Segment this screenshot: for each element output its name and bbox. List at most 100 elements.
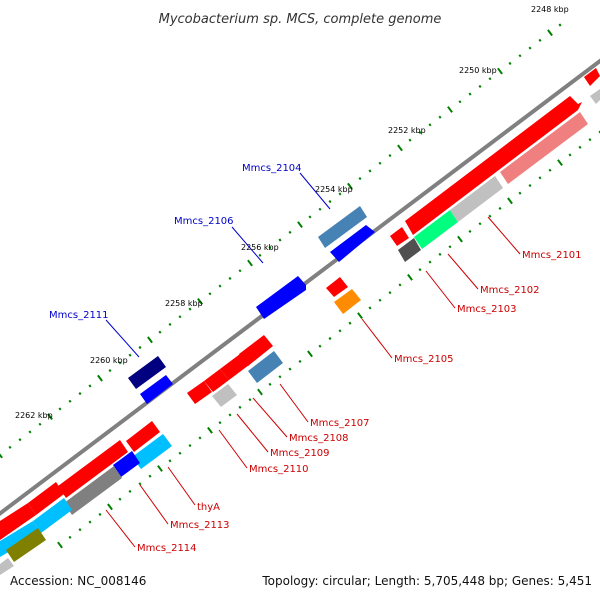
tick-mark — [538, 38, 542, 42]
tick-mark — [98, 512, 102, 516]
tick-mark — [118, 361, 122, 365]
label-mmcs-2104[interactable]: Mmcs_2104 — [242, 163, 302, 174]
tick-mark — [338, 329, 342, 333]
gene-thyA-red[interactable] — [126, 421, 160, 452]
tick-mark — [288, 230, 292, 234]
tick-mark — [457, 235, 463, 243]
gene-mmcs-2111[interactable] — [128, 356, 166, 389]
gene-red-topright-a[interactable] — [584, 68, 600, 86]
tick-mark — [218, 284, 222, 288]
tick-mark — [548, 168, 552, 172]
gene-mmcs-2107[interactable] — [248, 351, 283, 383]
label-mmcs-2107[interactable]: Mmcs_2107 — [310, 418, 370, 429]
tick-mark — [47, 413, 53, 420]
tick-mark — [388, 291, 392, 295]
label-mmcs-2110[interactable]: Mmcs_2110 — [249, 464, 309, 475]
gene-mmcs-2105[interactable] — [334, 289, 361, 314]
tick-mark — [518, 191, 522, 195]
tick-label-2252: 2252 kbp — [388, 126, 426, 135]
gene-red-left-a[interactable] — [28, 482, 64, 515]
tick-mark — [218, 421, 222, 425]
gene-gray-long[interactable] — [64, 466, 122, 515]
gene-mmcs-2110[interactable] — [212, 384, 237, 407]
tick-mark — [438, 252, 442, 256]
label-mmcs-2114[interactable]: Mmcs_2114 — [137, 543, 197, 554]
gene-lightgray-segment[interactable] — [450, 176, 503, 222]
gene-olive-left[interactable] — [6, 528, 46, 562]
tick-label-2250: 2250 kbp — [459, 66, 497, 75]
scale-track — [0, 23, 562, 459]
tick-mark — [78, 392, 82, 396]
map-title: Mycobacterium sp. MCS, complete genome — [159, 12, 442, 27]
tick-mark — [157, 465, 163, 472]
label-mmcs-2109[interactable]: Mmcs_2109 — [270, 448, 330, 459]
tick-mark — [248, 398, 252, 402]
tick-mark — [518, 54, 522, 58]
label-mmcs-2113[interactable]: Mmcs_2113 — [170, 520, 230, 531]
tick-mark — [238, 405, 242, 409]
gene-mmcs-2102[interactable] — [414, 210, 458, 249]
tick-mark — [378, 161, 382, 165]
tick-mark — [147, 336, 153, 344]
label-mmcs-2111[interactable]: Mmcs_2111 — [49, 310, 109, 321]
gene-lightgray-topright[interactable] — [590, 89, 600, 104]
gene-mmcs-2110-red[interactable] — [204, 369, 229, 392]
tick-mark — [58, 407, 62, 411]
gene-labels: Mmcs_2104 Mmcs_2106 Mmcs_2111 Mmcs_2101 … — [49, 163, 582, 554]
tick-mark — [498, 206, 502, 210]
gene-red-long[interactable] — [58, 440, 128, 498]
tick-mark — [258, 253, 262, 257]
label-mmcs-2108[interactable]: Mmcs_2108 — [289, 433, 349, 444]
gene-mmcs-2101[interactable] — [405, 96, 582, 235]
tick-mark — [418, 130, 422, 135]
tick-mark — [298, 359, 302, 363]
tick-mark — [228, 413, 232, 417]
label-mmcs-2101[interactable]: Mmcs_2101 — [522, 250, 582, 261]
label-mmcs-2105[interactable]: Mmcs_2105 — [394, 354, 454, 365]
gene-pink-segment[interactable] — [500, 112, 588, 184]
gene-mmcs-2109-red[interactable] — [220, 354, 249, 380]
gene-lightgray-left[interactable] — [0, 558, 14, 575]
tick-label-2256: 2256 kbp — [241, 243, 279, 252]
tick-mark — [408, 138, 412, 142]
gene-red-small-b[interactable] — [187, 381, 212, 404]
tick-label-2262: 2262 kbp — [15, 411, 53, 420]
gene-mmcs-2106[interactable] — [256, 276, 306, 319]
gene-small-red[interactable] — [390, 227, 409, 246]
tick-mark — [357, 312, 363, 319]
tick-mark — [488, 214, 492, 218]
tick-mark — [578, 145, 582, 149]
gene-mmcs-2111-b[interactable] — [140, 375, 173, 404]
label-mmcs-2102[interactable]: Mmcs_2102 — [480, 285, 540, 296]
label-mmcs-2103[interactable]: Mmcs_2103 — [457, 304, 517, 315]
label-mmcs-2106[interactable]: Mmcs_2106 — [174, 216, 234, 227]
gene-mmcs-2108-red[interactable] — [239, 335, 273, 366]
tick-label-2258: 2258 kbp — [165, 299, 203, 308]
scale-labels: 2248 kbp 2250 kbp 2252 kbp 2254 kbp 2256… — [15, 5, 569, 420]
tick-mark — [588, 138, 592, 142]
tick-mark — [278, 375, 282, 379]
label-thyA[interactable]: thyA — [197, 502, 220, 513]
tick-mark — [228, 276, 232, 280]
gene-mmcs-2104[interactable] — [318, 206, 367, 248]
tick-mark — [497, 67, 503, 75]
tick-mark — [478, 84, 482, 88]
gene-mmcs-2104-b[interactable] — [330, 225, 375, 262]
gene-red-left-b[interactable] — [0, 503, 36, 540]
gene-thyA[interactable] — [132, 434, 172, 469]
tick-mark — [307, 350, 313, 358]
tick-mark — [138, 345, 142, 350]
tick-mark — [207, 426, 213, 434]
tick-mark — [128, 489, 132, 493]
tick-mark — [338, 192, 342, 196]
gene-mmcs-2114[interactable] — [33, 498, 72, 533]
gene-mmcs-2113[interactable] — [113, 451, 140, 477]
gene-mmcs-2103[interactable] — [398, 238, 421, 262]
tick-mark — [348, 321, 352, 325]
tick-mark — [468, 229, 472, 233]
tick-mark — [358, 177, 362, 181]
gene-mmcs-2105-red[interactable] — [326, 277, 348, 297]
tick-mark — [448, 245, 452, 249]
tick-mark — [178, 451, 182, 455]
tick-label-2254: 2254 kbp — [315, 185, 353, 194]
